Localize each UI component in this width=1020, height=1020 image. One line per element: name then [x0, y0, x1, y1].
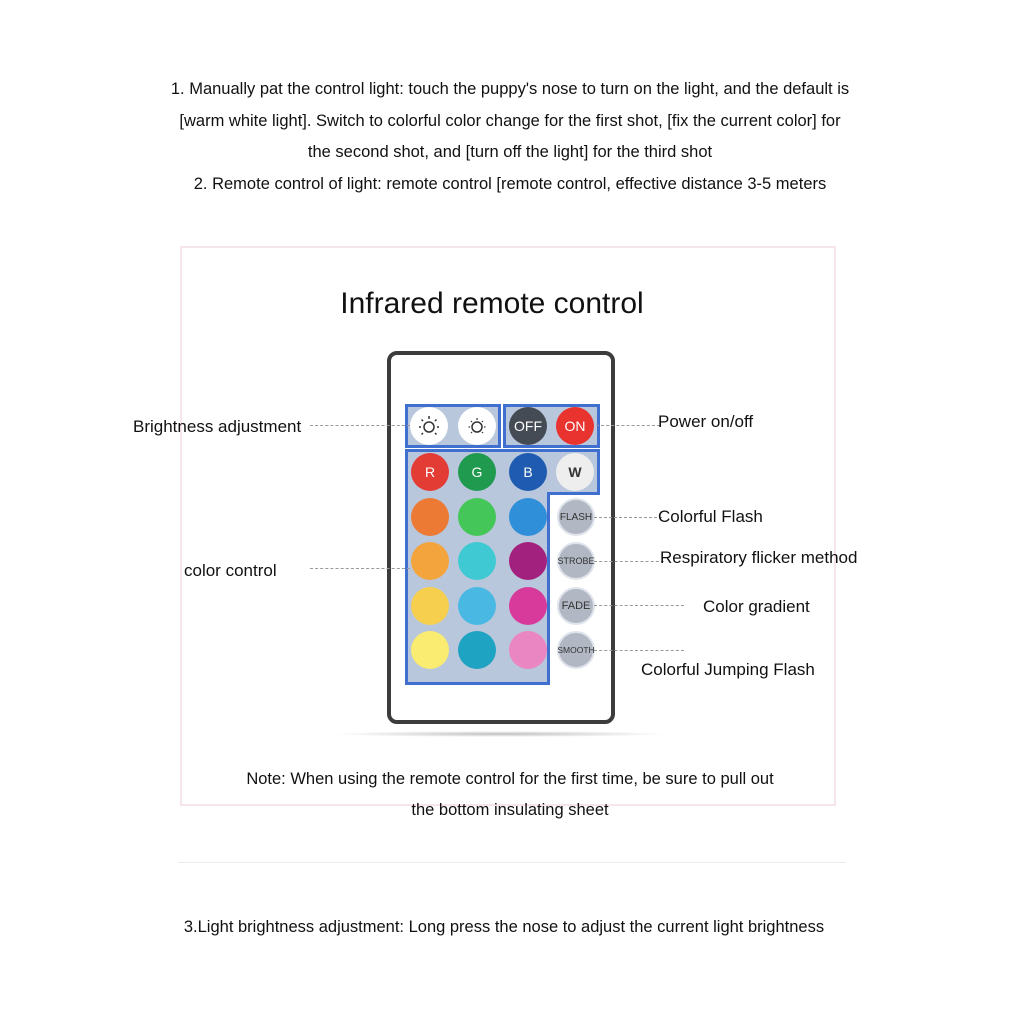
flash-label: Colorful Flash: [658, 507, 763, 526]
note-line-1: Note: When using the remote control for …: [246, 770, 774, 788]
color-button-sky-blue: [509, 498, 547, 536]
color-control-leader-line: [310, 568, 410, 569]
sun-icon: [419, 416, 439, 436]
color-button-amber: [411, 542, 449, 580]
smooth-leader-line: [594, 650, 684, 651]
intro-line-1: 1. Manually pat the control light: touch…: [170, 80, 850, 98]
power-label: Power on/off: [658, 412, 754, 431]
color-button-yellow: [411, 587, 449, 625]
intro-line-4: 2. Remote control of light: remote contr…: [193, 174, 827, 193]
color-button-orange: [411, 498, 449, 536]
intro-text: 1. Manually pat the control light: touch…: [0, 74, 1020, 200]
color-button-purple: [509, 542, 547, 580]
green-button: G: [458, 453, 496, 491]
strobe-leader-line: [594, 561, 664, 562]
color-button-light-green: [458, 498, 496, 536]
group-joint: [547, 452, 551, 492]
sun-dim-icon: [468, 418, 486, 434]
divider: [178, 862, 846, 863]
color-button-pink: [509, 631, 547, 669]
on-button: ON: [556, 407, 594, 445]
remote-panel-frame: [180, 246, 836, 806]
color-control-label: color control: [184, 561, 277, 580]
note-text: Note: When using the remote control for …: [0, 764, 1020, 826]
color-button-teal: [458, 631, 496, 669]
flash-leader-line: [594, 517, 662, 518]
smooth-button: SMOOTH: [557, 631, 595, 669]
strobe-button: STROBE: [557, 542, 595, 580]
footer-text: 3.Light brightness adjustment: Long pres…: [183, 918, 825, 936]
intro-line-3: the second shot, and [turn off the light…: [307, 143, 713, 161]
power-leader-line: [596, 425, 660, 426]
remote-shadow: [330, 731, 670, 737]
color-button-magenta: [509, 587, 547, 625]
strobe-label: Respiratory flicker method: [660, 548, 858, 567]
fade-button: FADE: [557, 587, 595, 625]
off-button: OFF: [509, 407, 547, 445]
color-button-cyan: [458, 542, 496, 580]
brightness-leader-line: [310, 425, 410, 426]
flash-button: FLASH: [557, 498, 595, 536]
note-line-2: the bottom insulating sheet: [411, 801, 609, 819]
white-button: W: [556, 453, 594, 491]
intro-line-2: [warm white light]. Switch to colorful c…: [179, 111, 841, 130]
brightness-down-button: [458, 407, 496, 445]
blue-button: B: [509, 453, 547, 491]
panel-title: Infrared remote control: [340, 287, 644, 320]
brightness-label: Brightness adjustment: [133, 417, 302, 436]
fade-label: Color gradient: [703, 597, 810, 616]
color-button-light-blue: [458, 587, 496, 625]
color-button-pale-yellow: [411, 631, 449, 669]
brightness-up-button: [410, 407, 448, 445]
smooth-label: Colorful Jumping Flash: [641, 660, 815, 679]
red-button: R: [411, 453, 449, 491]
fade-leader-line: [594, 605, 684, 606]
